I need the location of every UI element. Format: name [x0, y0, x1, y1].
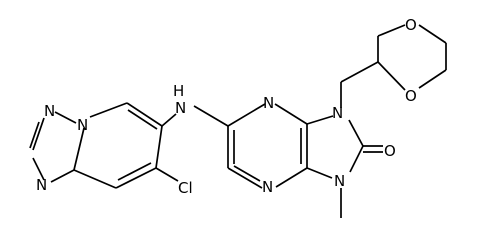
- bond-pyr-e: [73, 169, 117, 189]
- bond-pym-b: [274, 103, 308, 125]
- bond-tri-d: [50, 169, 75, 183]
- atom-n-tri-left: N: [36, 176, 47, 194]
- atom-cl: Cl: [178, 179, 193, 197]
- bond-imid-d: [306, 167, 333, 179]
- bond-pyr-b-inner: [127, 109, 158, 130]
- atom-labels: N N N H N N N N N O Cl O O: [36, 16, 417, 197]
- atom-nh-h: H: [173, 82, 184, 100]
- bond-diox-f: [377, 61, 406, 91]
- bond-pym-d: [275, 167, 308, 188]
- bond-pyr-d-inner: [117, 162, 152, 181]
- bond-pyr-b: [126, 102, 163, 127]
- bond-tri-a: [32, 117, 45, 151]
- bond-pyr-c: [155, 125, 163, 169]
- bond-pym-e: [227, 167, 263, 189]
- bond-imid-b: [348, 119, 364, 147]
- atom-n-pur-1: N: [262, 178, 273, 196]
- bonds: [29, 24, 447, 218]
- bond-pyr-f: [155, 167, 179, 182]
- bond-imid-a: [306, 115, 334, 125]
- bond-pyr-d: [115, 167, 157, 189]
- bond-linker-a: [161, 113, 177, 127]
- atom-n-pur-3: N: [263, 94, 274, 112]
- bond-pyr-a: [89, 102, 128, 118]
- bond-diox-c: [418, 24, 447, 44]
- bond-tri-e: [73, 127, 85, 171]
- bond-tri-a-inner: [29, 121, 40, 149]
- atom-o-diox-bottom: O: [405, 87, 417, 105]
- bond-imid-c: [349, 145, 364, 173]
- bond-tri-c: [32, 157, 45, 181]
- atom-nh: N: [175, 99, 186, 117]
- atom-o-carbonyl: O: [384, 142, 396, 160]
- bond-diox-e: [418, 69, 447, 89]
- atom-n-pur-7: N: [334, 172, 345, 190]
- atom-n-pur-9: N: [332, 104, 343, 122]
- bond-ch2-b: [340, 61, 379, 83]
- bond-pym-e-inner: [233, 165, 261, 182]
- atom-o-diox-top: O: [405, 16, 417, 34]
- atom-n-tri-bridge: N: [77, 116, 88, 134]
- bond-tri-b: [54, 111, 77, 124]
- bond-diox-b: [377, 24, 406, 37]
- bond-linker-b: [193, 105, 229, 127]
- atom-n-tri-top: N: [44, 102, 55, 120]
- bond-pym-a: [227, 103, 266, 127]
